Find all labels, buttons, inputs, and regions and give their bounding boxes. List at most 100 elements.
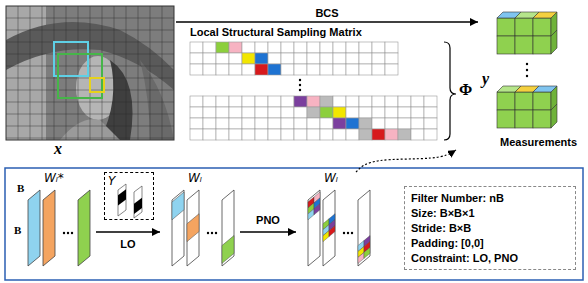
filter-slab <box>187 190 199 266</box>
matrix-cell <box>203 42 216 53</box>
matrix-cell <box>203 118 216 129</box>
matrix-cell <box>255 42 268 53</box>
matrix-cell <box>229 64 242 75</box>
cube-front <box>533 18 551 36</box>
matrix-cell <box>203 96 216 107</box>
matrix-cell <box>216 96 229 107</box>
grid-line <box>114 6 115 140</box>
image-border <box>6 6 174 140</box>
ellipsis-dot <box>299 84 301 86</box>
matrix-cell <box>424 107 437 118</box>
matrix-cell <box>307 64 320 75</box>
dimension-label: B <box>17 182 24 194</box>
grid-line <box>66 6 67 140</box>
cube-front <box>515 36 533 54</box>
sampling-matrix-art <box>190 42 456 140</box>
ellipsis-dot <box>351 232 353 234</box>
cube-front <box>497 110 515 128</box>
source-image-art <box>6 6 174 140</box>
grid-line <box>6 66 174 67</box>
matrix-cell <box>346 64 359 75</box>
pattern-plate <box>134 186 142 218</box>
matrix-cell <box>281 64 294 75</box>
matrix-cell <box>294 42 307 53</box>
pattern-patch <box>134 198 142 214</box>
matrix-cell <box>346 42 359 53</box>
grid-line <box>90 6 91 140</box>
parameter-box: Filter Number: nBSize: B×B×1Stride: B×BP… <box>404 186 576 270</box>
matrix-cell <box>242 96 255 107</box>
ellipsis-dot <box>299 89 301 91</box>
node-label: x <box>54 140 62 158</box>
filter-slab <box>43 190 55 266</box>
ellipsis-dot <box>526 75 528 77</box>
grid-line <box>138 6 139 140</box>
grid-line <box>162 6 163 140</box>
matrix-cell <box>385 64 398 75</box>
matrix-cell <box>346 129 359 140</box>
matrix-cell <box>424 129 437 140</box>
filter-bank-art <box>28 190 90 266</box>
matrix-cell <box>385 107 398 118</box>
parameter-line: Constraint: LO, PNO <box>411 251 569 266</box>
filter-patch <box>329 226 335 237</box>
filter-slab <box>308 190 320 266</box>
matrix-cell <box>398 118 411 129</box>
matrix-cell <box>229 107 242 118</box>
ellipsis-dot <box>343 232 345 234</box>
filter-bank-art <box>308 190 370 266</box>
cube-front <box>497 18 515 36</box>
grid-line <box>6 114 174 115</box>
matrix-cell <box>229 42 242 53</box>
matrix-cell <box>385 42 398 53</box>
matrix-cell <box>203 64 216 75</box>
matrix-cell <box>268 53 281 64</box>
matrix-cell <box>424 118 437 129</box>
matrix-cell <box>333 96 346 107</box>
node-label: Wₗ <box>188 171 202 185</box>
matrix-cell <box>216 64 229 75</box>
matrix-cell <box>320 129 333 140</box>
matrix-cell <box>307 42 320 53</box>
matrix-cell <box>294 96 307 107</box>
image-ground <box>6 6 174 140</box>
filter-patch <box>314 204 320 215</box>
matrix-cell <box>242 53 255 64</box>
constraint-arrow <box>96 231 160 232</box>
matrix-cell <box>372 53 385 64</box>
ellipsis-dot <box>63 232 65 234</box>
ellipsis-dot <box>67 232 69 234</box>
matrix-cell <box>255 64 268 75</box>
cube-top <box>533 12 557 18</box>
matrix-cell <box>268 129 281 140</box>
filter-bank-art <box>172 190 234 266</box>
node-label-secondary: Measurements <box>500 136 577 148</box>
matrix-cell <box>320 53 333 64</box>
matrix-cell <box>346 53 359 64</box>
filter-slab <box>28 190 40 266</box>
matrix-cell <box>372 129 385 140</box>
matrix-cell <box>216 42 229 53</box>
matrix-cell <box>190 96 203 107</box>
matrix-cell <box>320 96 333 107</box>
matrix-cell <box>320 64 333 75</box>
matrix-cell <box>281 53 294 64</box>
matrix-cell <box>255 129 268 140</box>
matrix-cell <box>359 96 372 107</box>
grid-line <box>6 126 174 127</box>
grid-line <box>6 30 174 31</box>
grid-line <box>18 6 19 140</box>
filter-patch <box>364 247 370 258</box>
matrix-cell <box>398 96 411 107</box>
matrix-cell <box>294 129 307 140</box>
cube-front <box>515 18 533 36</box>
matrix-cell <box>216 129 229 140</box>
cube-side <box>551 104 557 128</box>
matrix-cell <box>242 107 255 118</box>
ellipsis-dot <box>215 232 217 234</box>
matrix-cell <box>359 42 372 53</box>
matrix-cell <box>268 118 281 129</box>
edge-label: PNO <box>254 214 282 226</box>
cube-front <box>515 110 533 128</box>
